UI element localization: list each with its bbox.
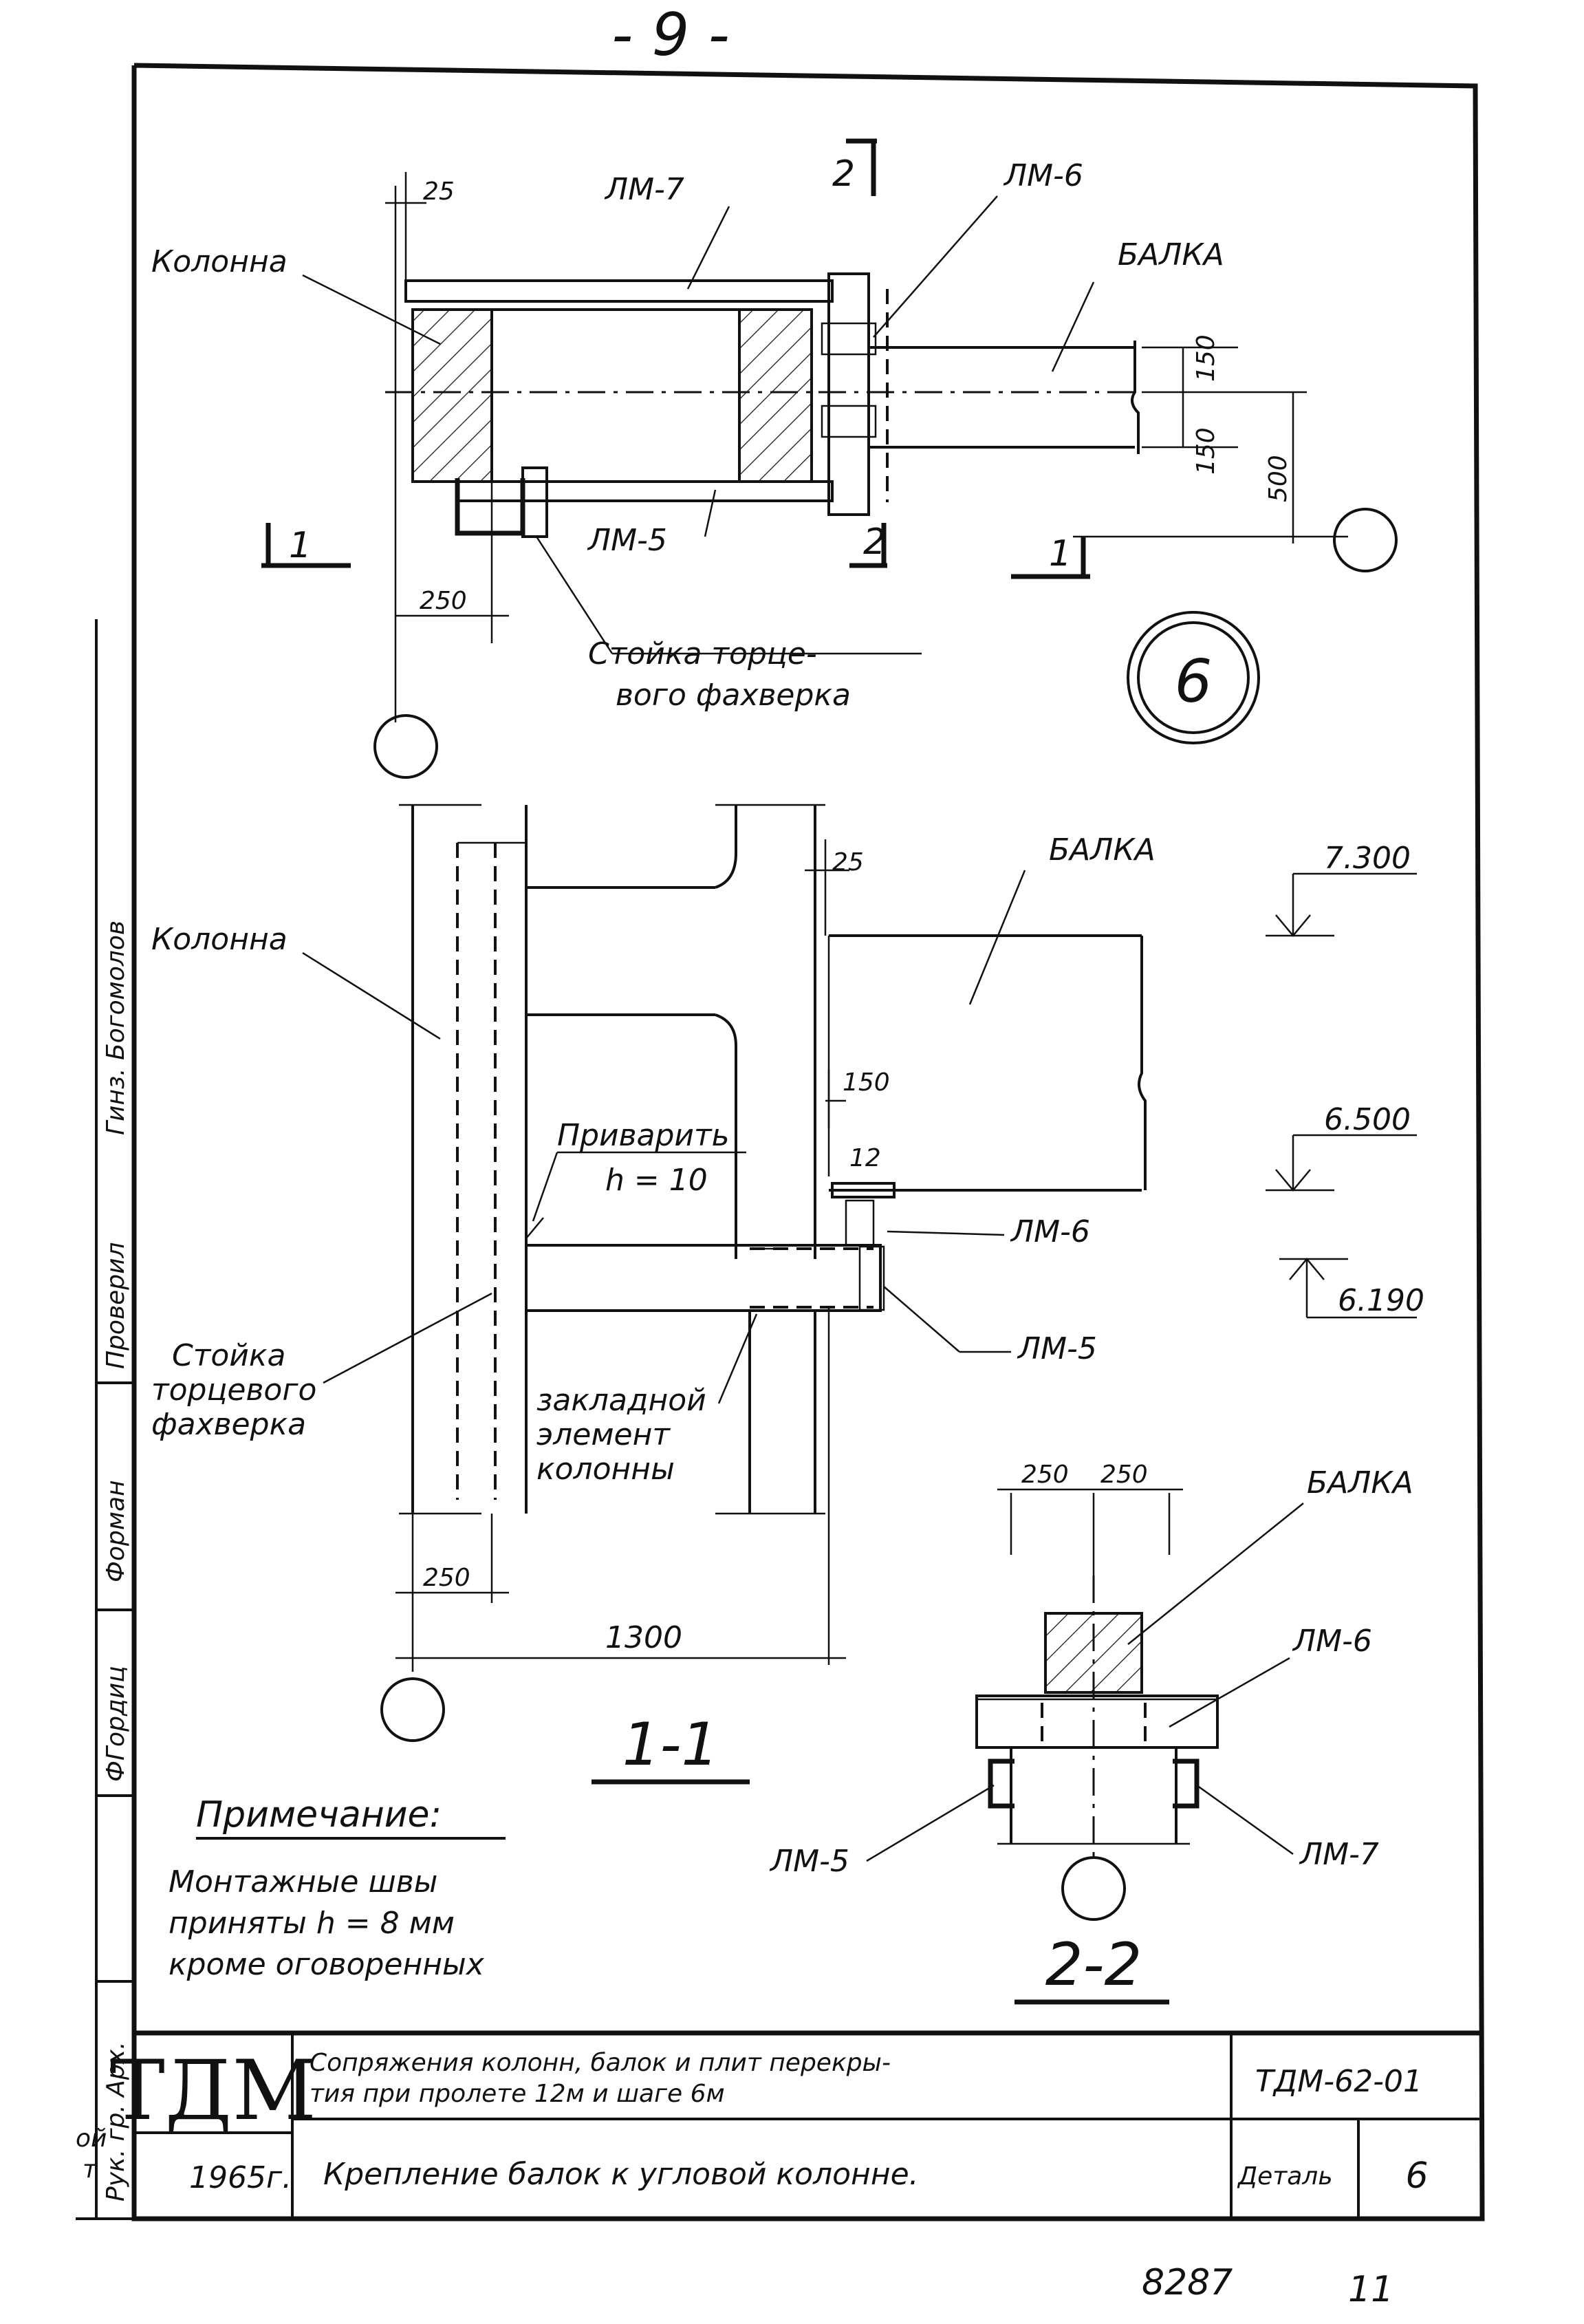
note-heading: Примечание: — [196, 1794, 442, 1836]
column-hatch-left — [411, 308, 493, 483]
plan-dim-500: 500 — [1264, 455, 1292, 502]
s11-label-balka: БАЛКА — [1049, 832, 1156, 868]
title-subtitle: Крепление балок к угловой колонне. — [323, 2157, 919, 2192]
s11-label-stoyka-2: торцевого — [151, 1373, 316, 1408]
footer-archive-no: 8287 — [1142, 2262, 1233, 2303]
s22-label-lm6: ЛМ-6 — [1292, 1624, 1372, 1659]
page-number: - 9 - — [611, 1, 729, 69]
s11-dim-1300: 1300 — [605, 1620, 682, 1655]
s22-dim-250-right: 250 — [1100, 1461, 1148, 1489]
s11-label-kolonna: Колонна — [151, 922, 287, 957]
plan-dim-150-top: 150 — [1192, 334, 1220, 382]
plan-label-kolonna: Колонна — [151, 244, 287, 279]
plan-section-1-left: 1 — [289, 525, 312, 566]
elev-6190: 6.190 — [1338, 1283, 1424, 1318]
note: Примечание: Монтажные швы приняты h = 8 … — [169, 1794, 506, 1982]
s11-label-stoyka-3: фахверка — [151, 1407, 306, 1442]
title-cut-1: ой — [76, 2124, 107, 2153]
s22-channel-lm5 — [988, 1758, 1015, 1809]
s11-label-zaklad-1: закладной — [536, 1383, 706, 1418]
drawing-frame — [76, 63, 1485, 2221]
s11-label-zaklad-2: элемент — [536, 1417, 671, 1452]
stamp-sign-2: Гинз. Богомолов — [102, 921, 130, 1135]
stamp-sign-1: ФГордиц — [102, 1666, 130, 1782]
title-detail-number: 6 — [1405, 2155, 1428, 2197]
lm5-strip — [456, 480, 834, 502]
channel-stand — [455, 478, 525, 536]
detail-badge-number: 6 — [1175, 647, 1213, 716]
embedded-plate — [525, 1244, 882, 1312]
title-series: ТДМ-62-01 — [1255, 2064, 1422, 2099]
plan-section-2-bottom: 2 — [863, 521, 886, 563]
elevation-7300: 7.300 — [1266, 841, 1417, 937]
axis-bubble-section-1 — [380, 1677, 445, 1742]
section-2-2-title: 2-2 — [1045, 1930, 1142, 1999]
plan-dim-25: 25 — [423, 177, 455, 206]
column-hatch-right — [738, 308, 813, 483]
section-2-2: 250 250 БАЛКА ЛМ-6 ЛМ-5 ЛМ-7 2-2 — [769, 1461, 1413, 2005]
title-cut-2: т — [83, 2155, 98, 2184]
plan-label-stoyka-1: Стойка торце- — [588, 636, 817, 671]
stamp-forman: Форман — [102, 1480, 130, 1582]
s22-plate-lm6 — [975, 1694, 1219, 1749]
plan-dim-250: 250 — [420, 587, 467, 615]
lm7-strip — [404, 279, 834, 303]
s11-label-privarit-1: Приварить — [557, 1118, 730, 1153]
note-line-3: кроме оговоренных — [169, 1947, 485, 1982]
elevation-6500: 6.500 — [1266, 1102, 1417, 1192]
s11-label-privarit-2: h = 10 — [605, 1163, 708, 1198]
title-logo: ТДМ — [110, 2043, 316, 2139]
s11-dim-250: 250 — [423, 1564, 470, 1592]
s11-dim-25: 25 — [832, 848, 864, 876]
footer-sheet-no: 11 — [1348, 2269, 1393, 2310]
note-line-1: Монтажные швы — [169, 1864, 437, 1900]
s11-label-lm6: ЛМ-6 — [1010, 1214, 1090, 1249]
lm6-plate — [827, 272, 870, 516]
plan-label-lm7: ЛМ-7 — [604, 172, 684, 207]
plan-label-lm5: ЛМ-5 — [587, 523, 667, 558]
plan-section-2-top: 2 — [832, 153, 855, 195]
plan-dim-150-bottom: 150 — [1192, 427, 1220, 475]
s11-label-stoyka-1: Стойка — [172, 1338, 285, 1373]
side-stamp: Проверил Гинз. Богомолов Форман ФГордиц … — [95, 619, 134, 2219]
axis-bubble-section-2 — [1061, 1856, 1126, 1921]
stamp-ruk-gr: Рук. гр. Арх. — [102, 2041, 130, 2202]
s11-label-lm5: ЛМ-5 — [1017, 1331, 1097, 1366]
axis-bubble-plan-left — [373, 714, 438, 779]
s22-dim-250-left: 250 — [1021, 1461, 1069, 1489]
s22-label-lm5: ЛМ-5 — [769, 1844, 849, 1879]
plan-section-1-right: 1 — [1049, 533, 1072, 574]
title-year: 1965г. — [189, 2160, 292, 2195]
s11-label-zaklad-3: колонны — [536, 1452, 675, 1487]
title-line-2: тия при пролете 12м и шаге 6м — [310, 2080, 725, 2108]
title-detail-label: Деталь — [1237, 2162, 1333, 2191]
elevation-6190: 6.190 — [1279, 1258, 1424, 1319]
elev-6500: 6.500 — [1324, 1102, 1411, 1137]
s22-label-lm7: ЛМ-7 — [1299, 1837, 1379, 1872]
axis-bubble-plan-right — [1333, 508, 1398, 572]
s11-dim-150: 150 — [843, 1068, 890, 1097]
s22-channel-lm7 — [1173, 1758, 1200, 1809]
title-line-1: Сопряжения колонн, балок и плит перекры- — [310, 2049, 891, 2077]
s22-label-balka: БАЛКА — [1307, 1465, 1413, 1500]
plan-label-lm6: ЛМ-6 — [1003, 158, 1083, 193]
title-block: ТДМ 1965г. Сопряжения колонн, балок и пл… — [76, 2030, 1482, 2219]
plan-label-stoyka-2: вого фахверка — [616, 678, 851, 713]
elev-7300: 7.300 — [1324, 841, 1411, 876]
s11-dim-12: 12 — [849, 1144, 881, 1172]
note-line-2: приняты h = 8 мм — [169, 1906, 455, 1941]
section-1-1-title: 1-1 — [622, 1710, 719, 1779]
stamp-proveril: Проверил — [102, 1242, 130, 1369]
section-1-1: Колонна 25 БАЛКА 7.300 6.500 6 — [151, 804, 1424, 1785]
plan-label-balka: БАЛКА — [1118, 237, 1224, 272]
plan-view: 25 ЛМ-7 2 ЛМ-6 Колонна БАЛКА 150 150 500… — [151, 138, 1398, 779]
detail-badge: 6 — [1127, 611, 1260, 744]
